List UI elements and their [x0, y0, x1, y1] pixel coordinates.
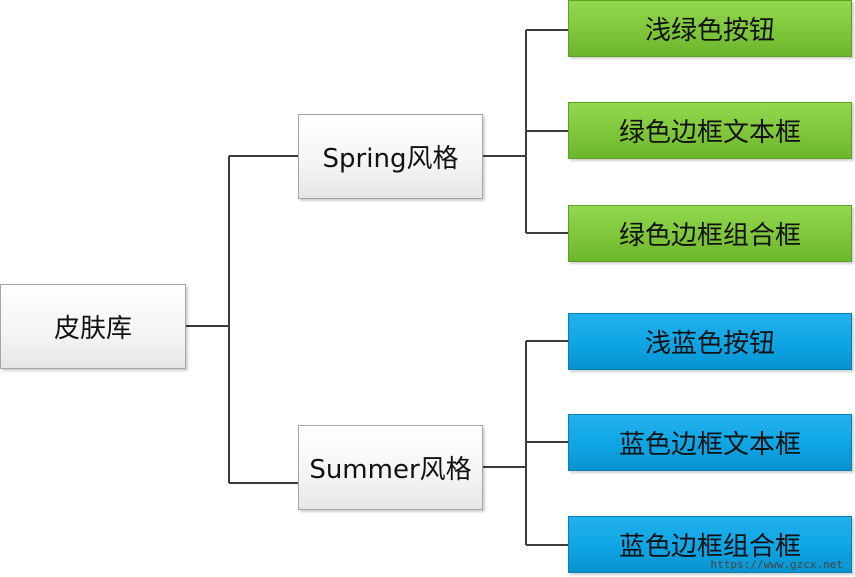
- item-node-label: 浅蓝色按钮: [644, 329, 775, 359]
- item-node-label: 浅绿色按钮: [644, 16, 775, 46]
- watermark-url: https://www.gzcx.net: [710, 558, 843, 571]
- root-node-skin-library: 皮肤库: [0, 284, 186, 369]
- item-node-label: 蓝色边框文本框: [618, 430, 801, 460]
- item-node-green-border-textbox: 绿色边框文本框: [568, 102, 852, 159]
- style-node-spring: Spring风格: [298, 114, 483, 199]
- item-node-label: 蓝色边框组合框: [618, 532, 801, 562]
- item-node-label: 绿色边框组合框: [618, 221, 801, 251]
- item-node-green-border-combobox: 绿色边框组合框: [568, 205, 852, 262]
- item-node-blue-border-combobox: 蓝色边框组合框: [568, 516, 852, 573]
- item-node-label: 绿色边框文本框: [618, 118, 801, 148]
- item-node-light-blue-button: 浅蓝色按钮: [568, 313, 852, 370]
- style-node-summer: Summer风格: [298, 425, 483, 510]
- item-node-blue-border-textbox: 蓝色边框文本框: [568, 414, 852, 471]
- item-node-light-green-button: 浅绿色按钮: [568, 0, 852, 57]
- style-node-label: Summer风格: [309, 455, 472, 485]
- style-node-label: Spring风格: [322, 144, 459, 174]
- root-node-label: 皮肤库: [53, 314, 132, 344]
